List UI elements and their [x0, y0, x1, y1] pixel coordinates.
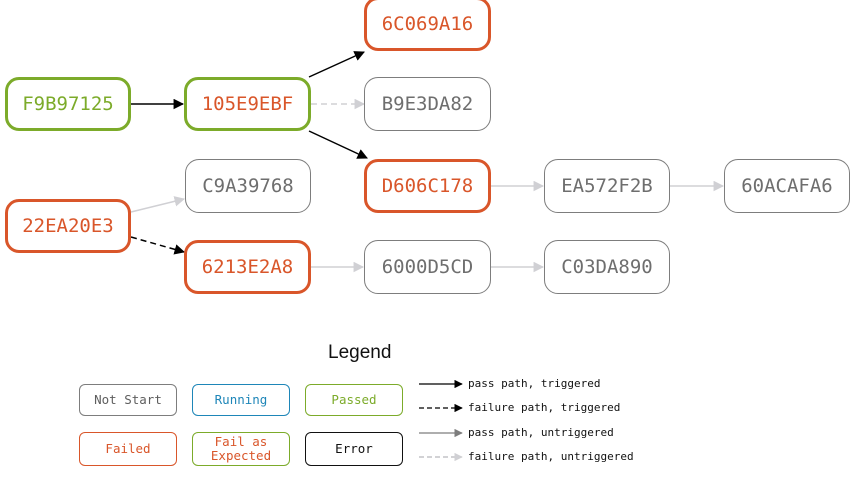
- node-c03da890[interactable]: C03DA890: [544, 240, 670, 294]
- legend-text-pass-triggered: pass path, triggered: [468, 377, 601, 390]
- legend-text-failure-untriggered: failure path, untriggered: [468, 450, 634, 463]
- edge-22ea20e3-6213e2a8: [130, 236, 186, 255]
- edge-105e9ebf-6c069a16: [308, 51, 365, 78]
- node-d606c178[interactable]: D606C178: [364, 159, 491, 213]
- node-c9a39768[interactable]: C9A39768: [185, 159, 311, 213]
- legend-failed: Failed: [79, 432, 177, 466]
- node-6213e2a8[interactable]: 6213E2A8: [184, 240, 311, 294]
- node-6000d5cd[interactable]: 6000D5CD: [364, 240, 491, 294]
- node-b9e3da82[interactable]: B9E3DA82: [364, 77, 491, 131]
- node-ea572f2b[interactable]: EA572F2B: [544, 159, 670, 213]
- legend-passed: Passed: [305, 384, 403, 416]
- legend-text-pass-untriggered: pass path, untriggered: [468, 426, 614, 439]
- node-6c069a16[interactable]: 6C069A16: [364, 0, 491, 51]
- legend-title: Legend: [328, 342, 392, 363]
- edge-105e9ebf-d606c178: [308, 130, 368, 159]
- legend-fail-as-expected: Fail as Expected: [192, 432, 290, 466]
- node-22ea20e3[interactable]: 22EA20E3: [5, 199, 131, 253]
- node-60acafa6[interactable]: 60ACAFA6: [724, 159, 850, 213]
- node-f9b97125[interactable]: F9B97125: [5, 77, 131, 131]
- legend-text-failure-triggered: failure path, triggered: [468, 401, 621, 414]
- node-105e9ebf[interactable]: 105E9EBF: [184, 77, 311, 131]
- legend-running: Running: [192, 384, 290, 416]
- edge-22ea20e3-c9a39768: [130, 196, 186, 213]
- legend-not-start: Not Start: [79, 384, 177, 416]
- legend-error: Error: [305, 432, 403, 466]
